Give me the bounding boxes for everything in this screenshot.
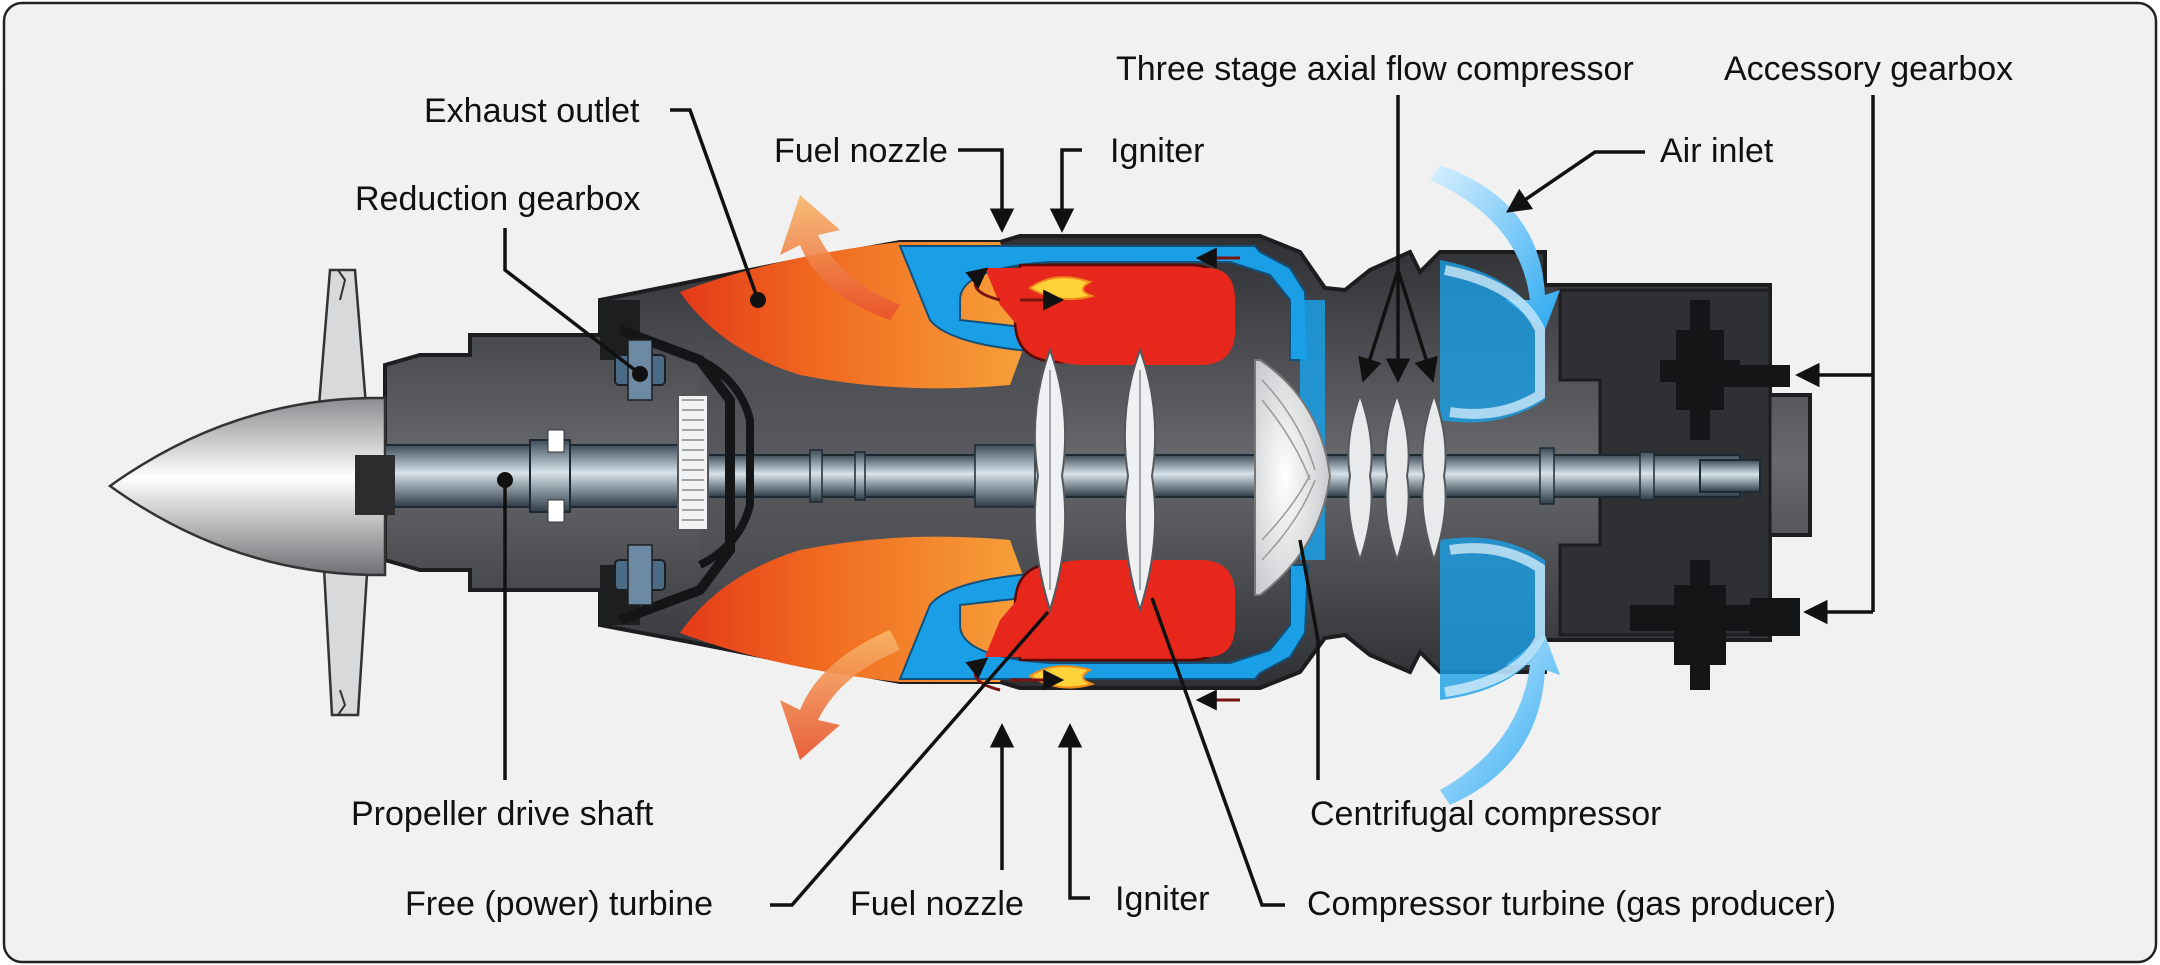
axial-compressor-stages <box>1347 392 1447 564</box>
label-centrifugal-compressor: Centrifugal compressor <box>1310 795 1661 833</box>
accessory-gears <box>1630 300 1800 690</box>
air-inlet-arrows <box>1430 165 1560 805</box>
centrifugal-compressor-impeller <box>1254 359 1332 596</box>
label-accessory-gearbox: Accessory gearbox <box>1724 50 2013 88</box>
label-propeller-drive-shaft: Propeller drive shaft <box>351 795 654 833</box>
label-free-power-turbine: Free (power) turbine <box>405 885 713 923</box>
label-three-stage-axial-compressor: Three stage axial flow compressor <box>1116 50 1634 88</box>
leader-lines <box>503 95 1875 907</box>
label-igniter-bottom: Igniter <box>1115 880 1210 918</box>
label-compressor-turbine: Compressor turbine (gas producer) <box>1307 885 1836 923</box>
exhaust-flow-arrows <box>780 195 900 760</box>
turbine-discs <box>1033 347 1157 614</box>
callout-labels: Exhaust outlet Reduction gearbox Fuel no… <box>351 50 2013 923</box>
label-air-inlet: Air inlet <box>1660 132 1774 170</box>
leader-dots <box>497 292 766 488</box>
label-exhaust-outlet: Exhaust outlet <box>424 92 640 130</box>
label-reduction-gearbox: Reduction gearbox <box>355 180 640 218</box>
propeller <box>107 268 395 717</box>
combustion-flow-arrows <box>965 247 1240 711</box>
propeller-drive-shaft <box>379 439 686 513</box>
label-fuel-nozzle-bottom: Fuel nozzle <box>850 885 1024 923</box>
label-fuel-nozzle-top: Fuel nozzle <box>774 132 948 170</box>
label-igniter-top: Igniter <box>1110 132 1205 170</box>
